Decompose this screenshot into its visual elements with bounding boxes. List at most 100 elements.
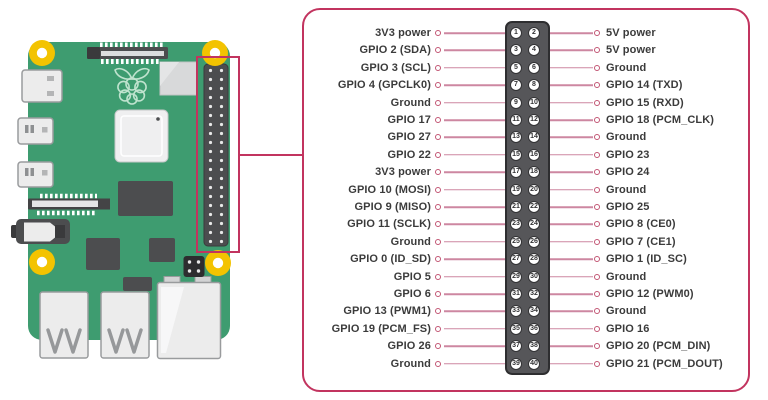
connector-line-right bbox=[550, 293, 593, 295]
pin-label-left: GPIO 4 (GPCLK0) bbox=[337, 79, 431, 92]
connector-line-right bbox=[550, 119, 593, 121]
connector-dot-right bbox=[594, 238, 600, 245]
pin-number-left: 37 bbox=[510, 340, 522, 353]
pin-number-left: 31 bbox=[510, 288, 522, 300]
pin-label-right: GPIO 20 (PCM_DIN) bbox=[606, 340, 711, 353]
pin-label-left: GPIO 6 bbox=[393, 288, 431, 300]
mounting-holes bbox=[29, 40, 231, 276]
pin-number-left: 9 bbox=[510, 96, 522, 109]
connector-line-left bbox=[444, 32, 505, 34]
pin-label-left: 3V3 power bbox=[375, 166, 431, 179]
pin-label-right: GPIO 15 (RXD) bbox=[606, 96, 684, 109]
chip-icon bbox=[149, 238, 175, 262]
pin-number-left: 19 bbox=[510, 183, 522, 196]
pin-label-left: Ground bbox=[390, 96, 431, 109]
connector-line-left bbox=[444, 310, 505, 313]
board-gpio-header-icon bbox=[203, 63, 229, 247]
pin-number-right: 2 bbox=[528, 27, 540, 39]
pin-number-right: 20 bbox=[528, 183, 540, 196]
connector-line-right bbox=[550, 67, 593, 69]
pin-number-right: 8 bbox=[528, 79, 540, 92]
connector-line-right bbox=[550, 275, 593, 278]
pin-label-left: GPIO 0 (ID_SD) bbox=[350, 253, 431, 266]
connector-line-right bbox=[550, 32, 593, 34]
connector-line-right bbox=[550, 136, 593, 139]
pin-label-right: Ground bbox=[606, 270, 647, 283]
pin-number-right: 30 bbox=[528, 270, 540, 283]
micro-hdmi-port-1-icon bbox=[17, 117, 54, 145]
pin-number-right: 26 bbox=[528, 235, 540, 248]
connector-dot-right bbox=[594, 273, 600, 280]
connector-dot-left bbox=[435, 99, 441, 106]
connector-dot-left bbox=[435, 47, 441, 54]
connector-line-left bbox=[444, 101, 505, 104]
soc-chip-icon bbox=[114, 109, 169, 163]
pin-label-left: GPIO 27 bbox=[387, 131, 431, 144]
connector-dot-left bbox=[435, 256, 441, 263]
connector-line-right bbox=[550, 258, 593, 260]
pin-number-left: 21 bbox=[510, 201, 522, 213]
connector-dot-left bbox=[435, 221, 441, 228]
connector-dot-right bbox=[594, 291, 600, 297]
connector-line-left bbox=[444, 49, 505, 52]
pin-label-right: GPIO 1 (ID_SC) bbox=[606, 253, 687, 266]
connector-line-left bbox=[444, 171, 505, 173]
connector-dot-left bbox=[435, 169, 441, 176]
pin-number-left: 39 bbox=[510, 357, 522, 370]
connector-dot-left bbox=[435, 30, 441, 36]
pin-label-left: GPIO 13 (PWM1) bbox=[343, 305, 431, 318]
pin-number-right: 36 bbox=[528, 322, 540, 335]
raspberry-pi-logo-icon bbox=[114, 67, 150, 105]
pin-label-left: Ground bbox=[390, 235, 431, 248]
pin-label-right: GPIO 14 (TXD) bbox=[606, 79, 683, 92]
pin-number-right: 12 bbox=[528, 114, 540, 126]
poe-header-icon bbox=[183, 256, 205, 277]
audio-jack-icon bbox=[11, 219, 70, 244]
connector-line-left bbox=[444, 258, 505, 260]
micro-hdmi-port-2-icon bbox=[17, 161, 54, 188]
pin-number-right: 32 bbox=[528, 288, 540, 300]
usb-controller-chip-icon bbox=[118, 181, 173, 216]
connector-line-right bbox=[550, 84, 593, 86]
connector-line-right bbox=[550, 310, 593, 313]
pin-number-right: 16 bbox=[528, 148, 540, 161]
connector-dot-right bbox=[594, 99, 600, 106]
pin-label-left: GPIO 22 bbox=[387, 148, 431, 161]
pin-label-right: GPIO 18 (PCM_CLK) bbox=[606, 114, 715, 126]
pin-number-left: 7 bbox=[510, 79, 522, 92]
connector-line-right bbox=[550, 362, 593, 365]
connector-dot-right bbox=[594, 30, 600, 36]
pin-number-right: 34 bbox=[528, 305, 540, 318]
connector-dot-left bbox=[435, 273, 441, 280]
connector-dot-left bbox=[435, 360, 441, 367]
pin-label-left: GPIO 10 (MOSI) bbox=[348, 183, 431, 196]
chip-icon bbox=[123, 277, 152, 291]
connector-line-left bbox=[444, 275, 505, 278]
connector-dot-left bbox=[435, 291, 441, 297]
pin-number-left: 1 bbox=[510, 27, 522, 39]
connector-dot-right bbox=[594, 256, 600, 263]
connector-dot-right bbox=[594, 186, 600, 193]
pin-number-left: 33 bbox=[510, 305, 522, 318]
pin-number-left: 23 bbox=[510, 218, 522, 231]
pin-label-left: GPIO 9 (MISO) bbox=[354, 201, 431, 213]
pin-number-left: 11 bbox=[510, 114, 522, 126]
pin-number-right: 28 bbox=[528, 253, 540, 266]
pin-label-right: GPIO 16 bbox=[606, 322, 650, 335]
pin-label-right: GPIO 25 bbox=[606, 201, 650, 213]
connector-dot-left bbox=[435, 151, 441, 158]
